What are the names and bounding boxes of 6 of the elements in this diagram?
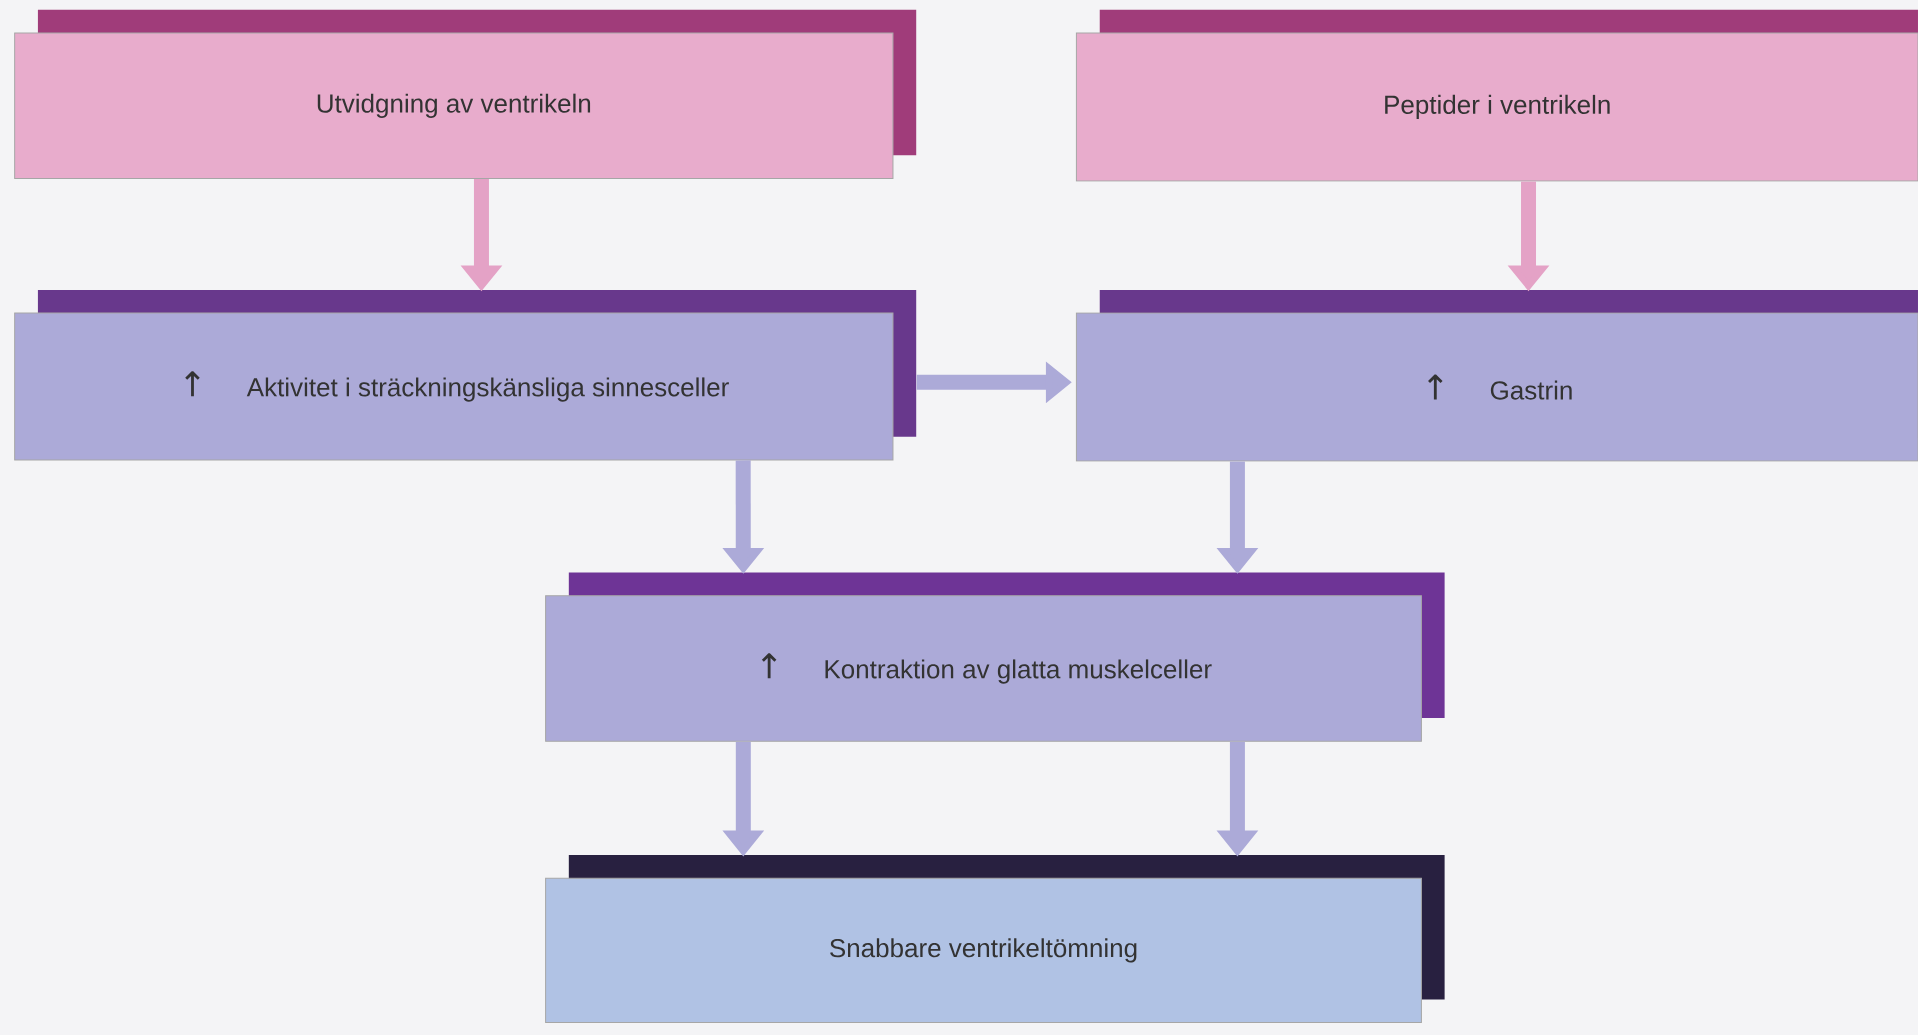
process-box: Peptider i ventrikeln [1075,9,1918,182]
process-box: ↑ Kontraktion av glatta muskelceller [545,572,1445,742]
process-box: Utvidgning av ventrikeln [14,9,917,180]
process-box: Snabbare ventrikeltömning [545,855,1445,1024]
process-box: ↑ Gastrin [1075,289,1918,462]
process-box: ↑ Aktivitet i sträckningskänsliga sinnesceller [14,289,917,461]
